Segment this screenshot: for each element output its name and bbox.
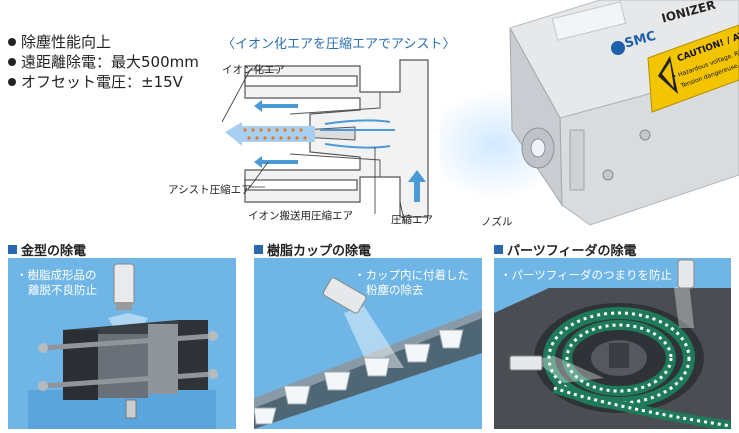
label-compressed-air: 圧縮エア xyxy=(391,214,433,226)
square-bullet-icon xyxy=(254,245,263,254)
panel-feeder: ・パーツフィーダのつまりを防止 xyxy=(494,258,731,429)
label-ion-transport-air: イオン搬送用圧縮エア xyxy=(248,210,353,222)
label-nozzle: ノズル xyxy=(481,216,513,228)
diagram-title: 〈イオン化エアを圧縮エアでアシスト〉 xyxy=(222,37,456,52)
panel-cup: ・カップ内に付着した 粉塵の除去 xyxy=(254,258,482,429)
panel-title-mold: 金型の除電 xyxy=(8,240,86,259)
bullet-icon xyxy=(8,78,16,86)
panel-note: ・樹脂成形品の 離脱不良防止 xyxy=(16,268,97,297)
panel-title-cup: 樹脂カップの除電 xyxy=(254,240,371,259)
feature-item: オフセット電圧：±15V xyxy=(8,72,199,92)
panel-mold: ・樹脂成形品の 離脱不良防止 xyxy=(8,258,236,429)
square-bullet-icon xyxy=(494,245,503,254)
caution-label xyxy=(647,24,739,113)
label-ionized-air: イオン化エア xyxy=(222,64,285,76)
panel-note: ・パーツフィーダのつまりを防止 xyxy=(500,268,673,282)
cup-illustration xyxy=(254,277,482,429)
panel-note: ・カップ内に付着した 粉塵の除去 xyxy=(354,268,469,297)
bullet-icon xyxy=(8,58,16,66)
nozzle-cross-section xyxy=(221,59,429,225)
airflow-arrows xyxy=(254,100,426,202)
square-bullet-icon xyxy=(8,245,17,254)
panel-title-feeder: パーツフィーダの除電 xyxy=(494,240,636,259)
mold-illustration xyxy=(28,263,218,429)
feature-item: 遠距離除電：最大500mm xyxy=(8,52,199,72)
ion-dots xyxy=(243,128,307,140)
feeder-illustration xyxy=(494,259,731,429)
smc-logo-icon xyxy=(611,41,625,55)
ionizer-product xyxy=(440,0,739,226)
label-assist-air: アシスト圧縮エア xyxy=(168,184,252,196)
bullet-icon xyxy=(8,38,16,46)
feature-item: 除塵性能向上 xyxy=(8,32,199,52)
ionized-air-arrow xyxy=(225,122,315,146)
feature-list: 除塵性能向上 遠距離除電：最大500mm オフセット電圧：±15V xyxy=(8,32,199,92)
